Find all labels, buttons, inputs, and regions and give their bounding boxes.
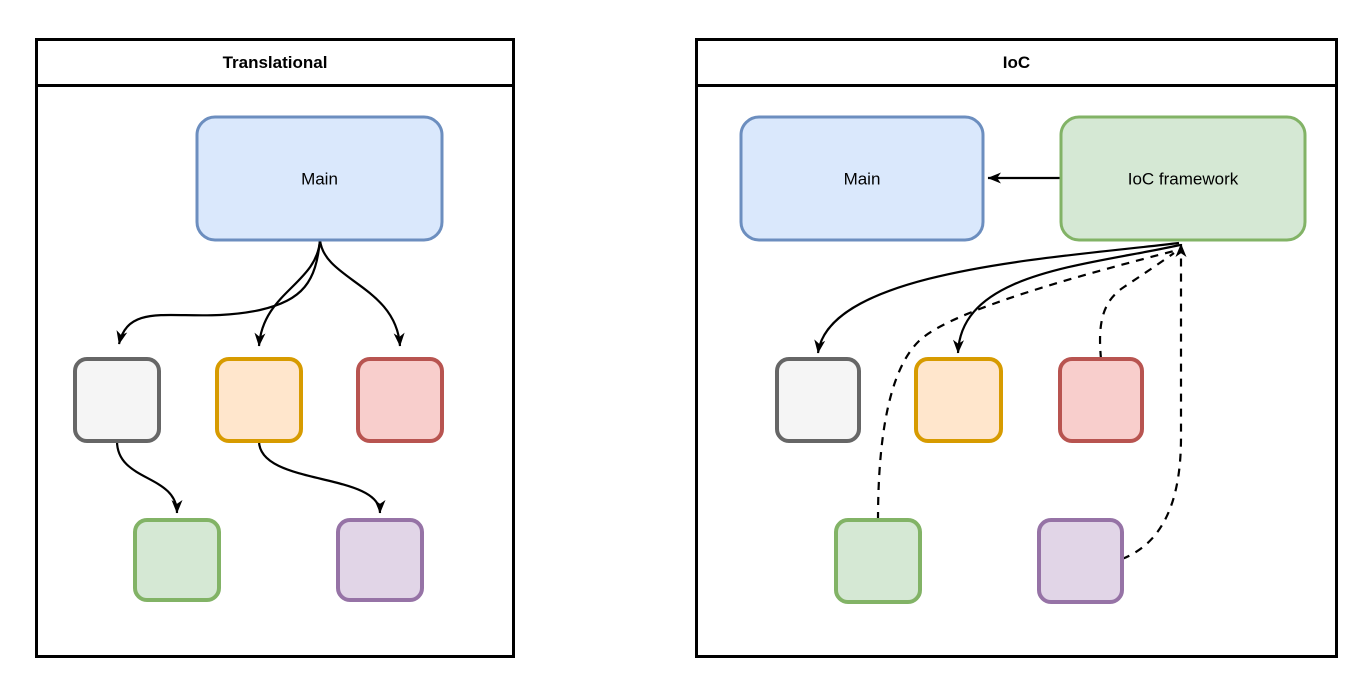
panel-title-ioc: IoC [698,41,1335,87]
node-dep-purple [336,518,424,602]
edge-main-to-dep-gray-arrow [116,239,322,345]
edge-dep-orange-to-dep-purple-arrow [257,440,386,514]
node-dep-orange [914,357,1003,443]
node-dep-red [1058,357,1144,443]
node-ioc [1059,115,1307,242]
node-main [739,115,985,242]
node-dep-purple [1037,518,1124,604]
edge-dep-purple-to-ioc-dashed-arrow [1121,243,1187,561]
node-dep-gray [775,357,861,443]
edge-ioc-to-dep-orange-arrow [953,243,1181,354]
node-label-ioc: IoC framework [1128,169,1239,188]
node-main [195,115,444,242]
panel-title-translational: Translational [38,41,512,87]
node-dep-green [133,518,221,602]
edge-ioc-to-dep-gray-arrow [814,241,1180,354]
node-dep-gray [73,357,161,443]
node-dep-green [834,518,922,604]
edge-dep-green-to-ioc-dashed-arrow [876,249,1175,521]
diagram-layer: Main [73,115,444,602]
node-dep-orange [215,357,303,443]
panel-ioc: IoC Main IoC framework [695,38,1338,658]
node-dep-red [356,357,444,443]
node-label-main: Main [301,169,338,188]
edge-main-to-dep-red-arrow [318,239,405,347]
node-label-main: Main [844,169,881,188]
diagram-layer: Main IoC framework [739,115,1307,604]
edge-dep-gray-to-dep-green-arrow [115,440,183,514]
edge-dep-red-to-ioc-dashed-arrow [1098,252,1175,360]
panel-translational: Translational Main [35,38,515,658]
edge-main-to-dep-orange-arrow [254,239,322,347]
